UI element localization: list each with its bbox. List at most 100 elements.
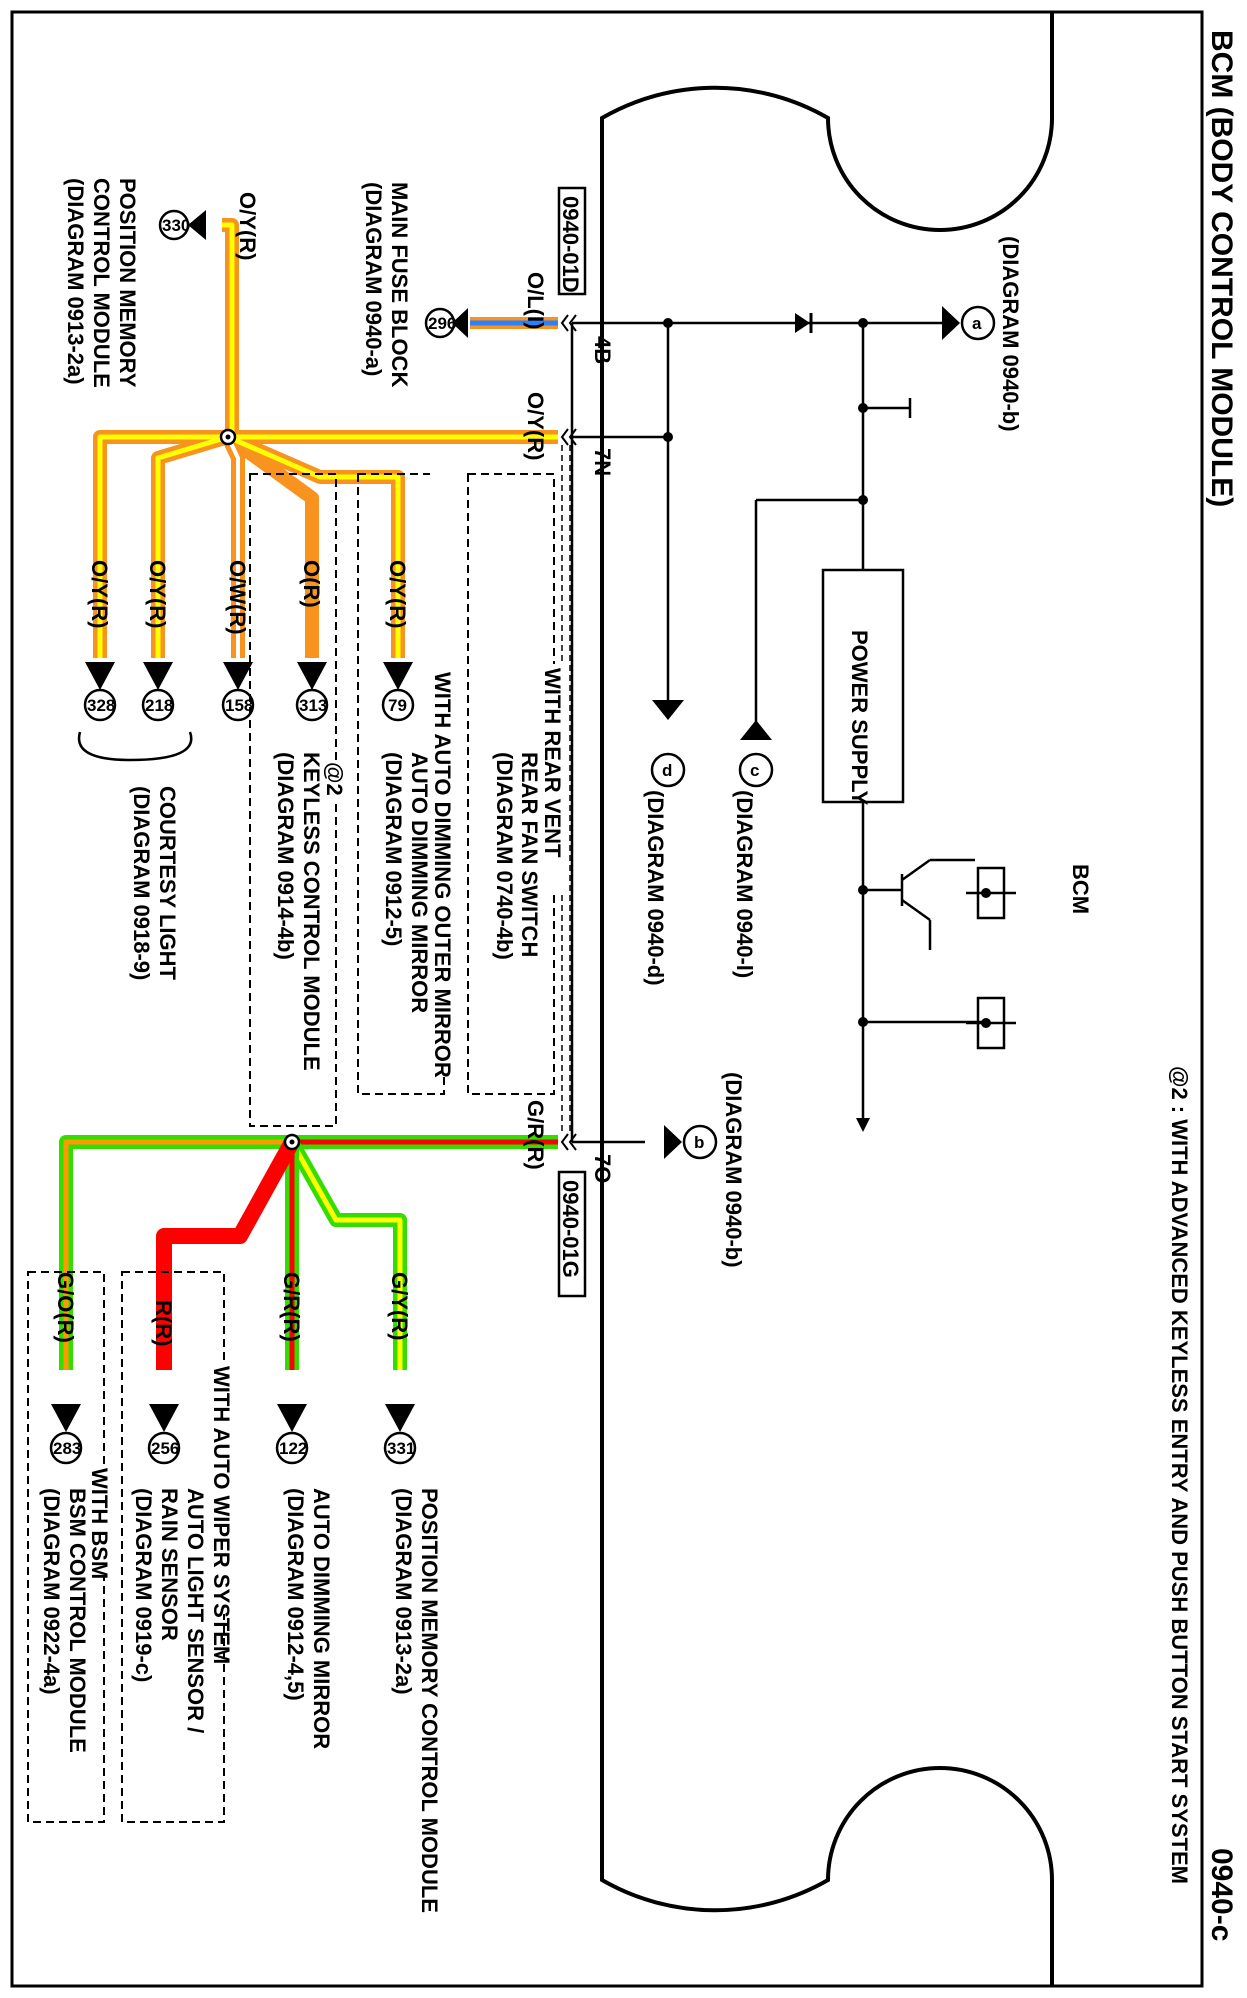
branch-328: 328 O/Y(R)	[83, 560, 117, 722]
svg-text:218: 218	[145, 696, 173, 715]
svg-text:O/Y(R): O/Y(R)	[385, 560, 410, 628]
svg-text:(DIAGRAM 0913-2a): (DIAGRAM 0913-2a)	[63, 178, 88, 385]
bcm-label: BCM	[1068, 864, 1093, 914]
svg-text:RAIN SENSOR: RAIN SENSOR	[157, 1488, 182, 1641]
pin-4b: 4B	[590, 336, 615, 364]
junction-dot	[663, 318, 673, 328]
junction-dot	[858, 318, 868, 328]
ref-d: d (DIAGRAM 0940-d)	[643, 700, 686, 986]
svg-text:O(R): O(R)	[299, 560, 324, 608]
svg-text:(DIAGRAM 0914-4b): (DIAGRAM 0914-4b)	[273, 752, 298, 960]
junction-dot	[858, 1017, 868, 1027]
page-title: BCM (BODY CONTROL MODULE)	[1205, 30, 1238, 507]
branch-122: 122 G/R(R)	[275, 1272, 309, 1465]
option-box-label-bg	[322, 446, 568, 1076]
svg-text:(DIAGRAM 0940-b): (DIAGRAM 0940-b)	[721, 1072, 746, 1268]
main-fuse-label: MAIN FUSE BLOCK	[387, 182, 412, 387]
diode-symbol	[795, 313, 810, 333]
bcm-internal-circuit	[570, 321, 985, 1144]
adm2-label: AUTO DIMMING MIRROR	[309, 1488, 334, 1749]
wire-label-gr-main: G/R(R)	[523, 1100, 548, 1170]
svg-text:330: 330	[162, 216, 190, 235]
svg-text:(DIAGRAM 0912-4,5): (DIAGRAM 0912-4,5)	[283, 1488, 308, 1701]
branch-218: 218 O/Y(R)	[141, 560, 175, 722]
svg-text:R(R): R(R)	[151, 1300, 176, 1346]
svg-text:(DIAGRAM 0940-b): (DIAGRAM 0940-b)	[998, 236, 1023, 432]
connector-tag-0940-01d	[557, 186, 587, 296]
svg-text:O/Y(R): O/Y(R)	[87, 560, 112, 628]
system-note: @2 : WITH ADVANCED KEYLESS ENTRY AND PUS…	[1167, 1066, 1192, 1884]
branch-283: 283 G/O(R)	[49, 1272, 83, 1465]
junction-dot	[663, 432, 673, 442]
rear-fan-label: REAR FAN SWITCH	[517, 752, 542, 957]
rain-sensor-label: AUTO LIGHT SENSOR /	[183, 1488, 208, 1733]
wire-label-ol: O/L(I)	[523, 272, 548, 329]
svg-text:328: 328	[87, 696, 115, 715]
svg-text:296: 296	[428, 314, 456, 333]
svg-text:331: 331	[387, 1439, 415, 1458]
page-frame	[10, 10, 1204, 1988]
node-296	[424, 307, 456, 339]
ground-arrow	[856, 1118, 870, 1132]
svg-text:(DIAGRAM 0913-2a): (DIAGRAM 0913-2a)	[391, 1488, 416, 1695]
svg-text:(DIAGRAM 0740-4b): (DIAGRAM 0740-4b)	[492, 752, 517, 960]
harness-oy	[93, 218, 558, 658]
svg-text:a: a	[972, 314, 982, 333]
svg-text:O/W(R): O/W(R)	[225, 560, 250, 635]
pmcm-top-label: POSITION MEMORY	[115, 178, 140, 388]
auto-dim-mirror-label: AUTO DIMMING MIRROR	[407, 752, 432, 1013]
pmcm-bottom-label: POSITION MEMORY CONTROL MODULE	[417, 1488, 442, 1913]
with-rear-vent: WITH REAR VENT	[540, 668, 565, 858]
svg-text:256: 256	[151, 1439, 179, 1458]
bcm-module-outline	[600, 12, 1054, 1986]
svg-text:G/O(R): G/O(R)	[53, 1272, 78, 1343]
svg-text:122: 122	[279, 1439, 307, 1458]
svg-text:0940-01D: 0940-01D	[558, 196, 583, 293]
svg-text:79: 79	[388, 696, 407, 715]
wire-arrow	[452, 308, 468, 338]
svg-text:b: b	[694, 1133, 704, 1152]
connector-tag-0940-01g	[557, 1170, 587, 1298]
svg-text:c: c	[750, 761, 759, 780]
wire-label-oy-main: O/Y(R)	[523, 392, 548, 460]
power-supply-box	[821, 568, 905, 804]
svg-text:(DIAGRAM 0912-5): (DIAGRAM 0912-5)	[381, 752, 406, 946]
svg-text:(DIAGRAM 0918-9): (DIAGRAM 0918-9)	[129, 786, 154, 980]
branch-256: 256 R(R)	[147, 1300, 181, 1465]
svg-text:(DIAGRAM 0922-4a): (DIAGRAM 0922-4a)	[39, 1488, 64, 1695]
harness-gr	[59, 1135, 558, 1370]
junction-dot	[858, 885, 868, 895]
ref-c: c (DIAGRAM 0940-l)	[732, 720, 774, 978]
page-code: 0940-c	[1205, 1848, 1238, 1941]
svg-text:(DIAGRAM 0919-c): (DIAGRAM 0919-c)	[131, 1488, 156, 1682]
courtesy-brace	[77, 731, 193, 762]
svg-text:158: 158	[225, 696, 253, 715]
connector-chevrons	[560, 314, 577, 1151]
svg-text:283: 283	[53, 1439, 81, 1458]
svg-text:d: d	[662, 761, 672, 780]
svg-text:CONTROL MODULE: CONTROL MODULE	[89, 178, 114, 388]
at2-label: @2	[322, 762, 347, 796]
svg-text:313: 313	[299, 696, 327, 715]
courtesy-label: COURTESY LIGHT	[155, 786, 180, 981]
keyless-label: KEYLESS CONTROL MODULE	[299, 752, 324, 1071]
svg-text:G/R(R): G/R(R)	[279, 1272, 304, 1342]
branch-79: 79 O/Y(R)	[381, 560, 415, 722]
ref-a: a (DIAGRAM 0940-b)	[942, 236, 1023, 432]
option-box-label-bg-lower	[88, 1364, 236, 1614]
junction-dot	[858, 495, 868, 505]
junction-dot	[981, 888, 991, 898]
wire-label-oy-pm: O/Y(R)	[235, 192, 260, 260]
with-auto-wiper: WITH AUTO WIPER SYSTEM	[209, 1366, 234, 1664]
junction-dot	[981, 1018, 991, 1028]
junction-dot	[858, 403, 868, 413]
pin-7o: 7O	[590, 1154, 615, 1183]
bsm-label: BSM CONTROL MODULE	[65, 1488, 90, 1753]
branch-313: 313 O(R)	[295, 560, 329, 722]
ref-b: b (DIAGRAM 0940-b)	[664, 1072, 746, 1268]
wire-arrow	[188, 210, 206, 240]
svg-text:G/Y(R): G/Y(R)	[387, 1272, 412, 1340]
svg-text:(DIAGRAM 0940-d): (DIAGRAM 0940-d)	[643, 790, 668, 986]
branch-331: 331 G/Y(R)	[383, 1272, 417, 1465]
